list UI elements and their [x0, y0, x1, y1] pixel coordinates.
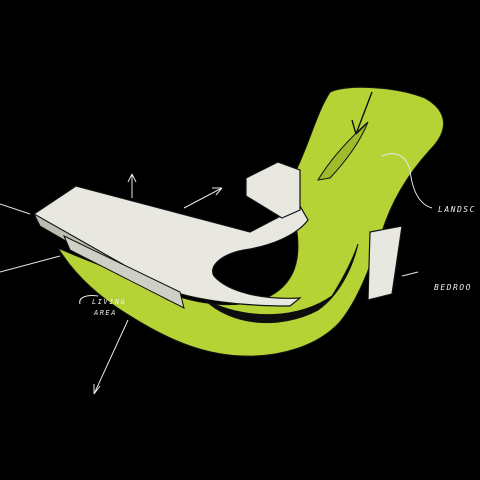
leader-landscape [381, 153, 433, 209]
tower-arrow [351, 91, 373, 135]
green-mass-slot [204, 243, 359, 324]
label-living-line1: LIVING [92, 298, 126, 306]
arrow-up-left [127, 173, 137, 198]
label-landscape: LANDSC [438, 205, 476, 214]
line-left-lower [0, 255, 61, 273]
line-left-upper [0, 203, 31, 215]
white-slab-living [32, 185, 309, 309]
label-living-line2: AREA [93, 309, 117, 317]
block-lower [367, 225, 403, 301]
arrow-up-right [183, 187, 223, 209]
arrow-down-left [93, 319, 129, 395]
white-block-landscape [245, 161, 301, 219]
green-mass-fold [317, 121, 369, 181]
block-upper-top [245, 161, 301, 219]
annotation-arrows [0, 153, 433, 395]
slab-underside [63, 234, 185, 309]
white-block-bedroom [367, 225, 403, 301]
leader-bedroom [401, 271, 419, 277]
label-bedroom: BEDROO [434, 283, 472, 292]
slab-top [32, 185, 309, 307]
leader-living [79, 295, 99, 305]
